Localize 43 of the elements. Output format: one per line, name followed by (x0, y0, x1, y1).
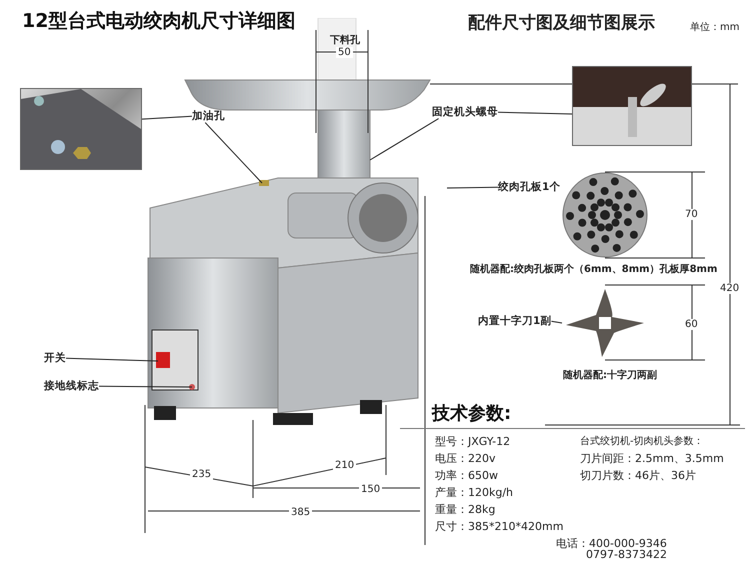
dimension-value: 210 (333, 460, 356, 471)
dimension-value: 70 (683, 209, 700, 220)
leader-line (370, 118, 440, 160)
label-text: 功率：650w (435, 470, 498, 482)
dimension-value: 150 (359, 484, 382, 495)
label-text: 单位：mm (690, 22, 740, 33)
label-text: 技术参数: (432, 404, 512, 424)
label-text: 尺寸：385*210*420mm (435, 521, 564, 534)
label-text: 切刀片数：46片、36片 (580, 470, 696, 482)
label-text: 下料孔 (330, 35, 360, 46)
callout-text: 加油孔 (192, 110, 225, 123)
label-text: 产量：120kg/h (435, 487, 514, 500)
leader-line (142, 116, 192, 120)
callout-text: 固定机头螺母 (432, 106, 498, 119)
leader-line (98, 386, 192, 388)
label-text: 配件尺寸图及细节图展示 (468, 14, 655, 33)
label-text: 重量：28kg (435, 504, 496, 516)
mincing-plate-drawing (562, 172, 648, 258)
dimension-value: 60 (683, 319, 700, 330)
leader-line (498, 112, 572, 114)
leader-line (446, 186, 498, 188)
callout-text: 绞肉孔板1个 (498, 181, 560, 194)
dimension-value: 385 (289, 507, 312, 518)
oil-hole-photo (20, 88, 142, 170)
dimension-value: 235 (190, 469, 214, 480)
title: 12型台式电动绞肉机尺寸详细图 (22, 9, 296, 34)
label-text: 型号：JXGY-12 (435, 436, 510, 448)
label-text: 电话：400-000-9346 (556, 538, 667, 550)
dimension-value: 50 (336, 47, 353, 58)
label-text: 电压：220v (435, 453, 496, 466)
leader-line (66, 358, 158, 362)
label-text: 台式绞切机-切肉机头参数： (580, 436, 704, 447)
dimension-value: 420 (718, 283, 742, 294)
caption-text: 随机器配:十字刀两副 (563, 370, 657, 381)
label-text: 0797-8373422 (586, 549, 667, 562)
leader-line (550, 320, 562, 324)
callout-text: 接地线标志 (44, 380, 99, 393)
leader-line (204, 122, 262, 184)
callout-text: 开关 (44, 352, 66, 365)
nut-photo (572, 66, 692, 146)
callout-text: 内置十字刀1副 (478, 315, 552, 328)
caption-text: 随机器配:绞肉孔板两个（6mm、8mm）孔板厚8mm (470, 264, 718, 275)
label-text: 刀片间距：2.5mm、3.5mm (580, 453, 724, 466)
